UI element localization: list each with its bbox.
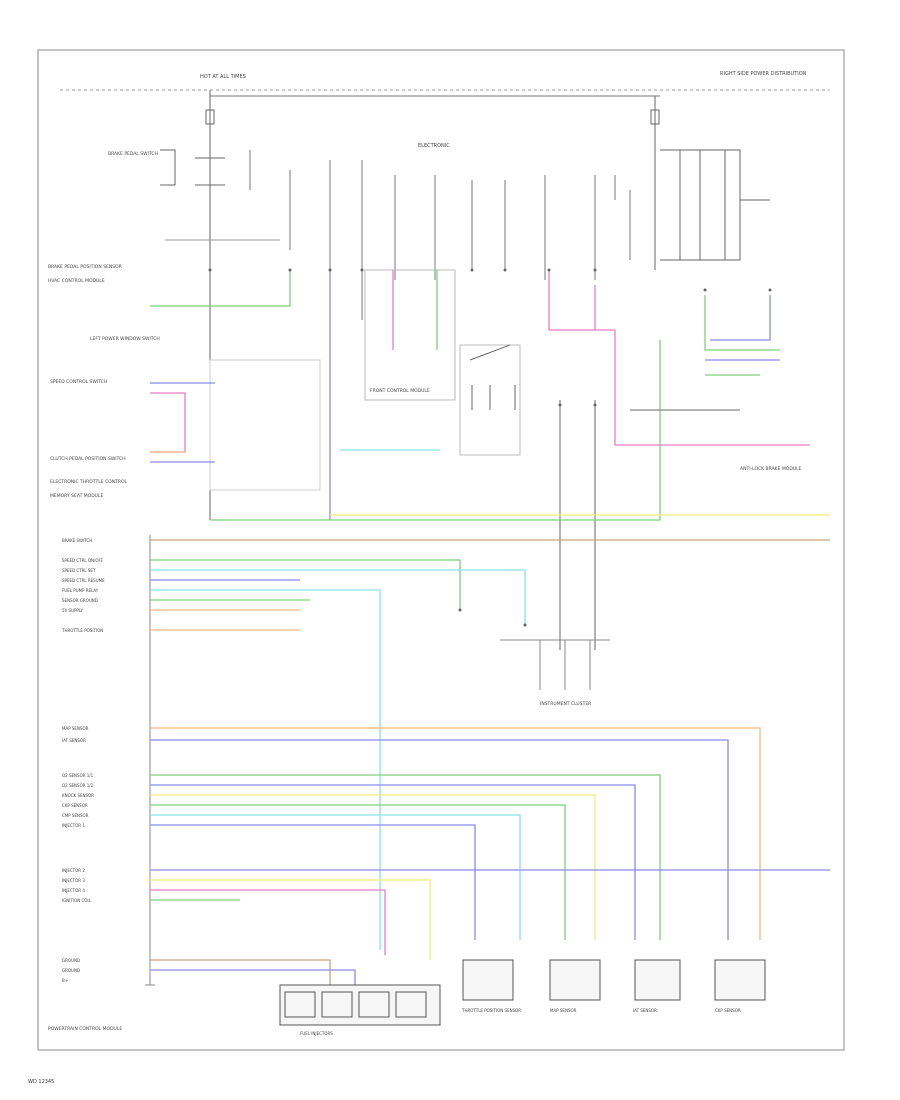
bottom-component-label: THROTTLE POSITION SENSOR [461, 1008, 521, 1013]
pcm-pin-label: O2 SENSOR 1/2 [62, 783, 94, 788]
bottom-connectors [279, 959, 766, 1026]
pcm-pin-label: GROUND [62, 958, 80, 963]
connector-label: ANTI-LOCK BRAKE MODULE [740, 466, 802, 472]
header-hot-label: HOT AT ALL TIMES [200, 74, 246, 80]
pcm-pin-label: B+ [62, 978, 68, 983]
wires-lower [150, 539, 830, 985]
header-right-bus: RIGHT SIDE POWER DISTRIBUTION [720, 71, 807, 77]
pcm-pin-label: INJECTOR 4 [62, 888, 85, 893]
connector-label: INSTRUMENT CLUSTER [540, 701, 591, 707]
pcm-pin-label: FUEL PUMP RELAY [62, 588, 99, 593]
left-label: HVAC CONTROL MODULE [48, 278, 105, 284]
fuel-injectors-connector [279, 984, 441, 1026]
diagram-id: WD 12345 [28, 1079, 55, 1085]
iat-sensor-connector [634, 959, 681, 1001]
diagram-border [37, 49, 845, 1051]
left-label: SPEED CONTROL SWITCH [50, 379, 107, 385]
pcm-pin-labels: BRAKE SWITCH SPEED CTRL ON/OFF SPEED CTR… [61, 538, 105, 983]
pcm-pin-label: SPEED CTRL RESUME [62, 578, 105, 583]
left-fuse-block [160, 90, 280, 520]
pcm-pin-label: CMP SENSOR [62, 813, 89, 818]
left-label: ELECTRONIC THROTTLE CONTROL [50, 479, 127, 485]
right-fuse-block [650, 96, 770, 270]
left-label: LEFT POWER WINDOW SWITCH [90, 336, 160, 342]
map-sensor-connector [549, 959, 601, 1001]
pcm-connector [145, 535, 155, 986]
pcm-pin-label: SPEED CTRL SET [62, 568, 96, 573]
connector-label: FRONT CONTROL MODULE [370, 388, 430, 394]
bottom-component-label: CKP SENSOR [715, 1008, 741, 1013]
pcm-pin-label: SENSOR GROUND [62, 598, 98, 603]
throttle-position-connector [462, 959, 514, 1001]
connector-boxes [209, 269, 596, 650]
ckp-sensor-connector [714, 959, 766, 1001]
pin-markers [208, 268, 772, 627]
left-label: MEMORY SEAT MODULE [50, 493, 103, 499]
cluster-area [500, 639, 610, 690]
pcm-pin-label: MAP SENSOR [62, 726, 89, 731]
bottom-component-label: MAP SENSOR [550, 1008, 577, 1013]
left-label: BRAKE PEDAL POSITION SENSOR [48, 264, 122, 270]
top-components [249, 150, 631, 520]
connector-label: POWERTRAIN CONTROL MODULE [48, 1026, 122, 1032]
connector-label-group: POWERTRAIN CONTROL MODULE INSTRUMENT CLU… [48, 388, 802, 1032]
wires-upper [150, 270, 830, 521]
header-electronic: ELECTRONIC [418, 143, 450, 149]
left-label: BRAKE PEDAL SWITCH [108, 151, 158, 157]
left-label-group: BRAKE PEDAL SWITCH BRAKE PEDAL POSITION … [48, 151, 160, 499]
pcm-pin-label: IAT SENSOR [62, 738, 86, 743]
pcm-pin-label: O2 SENSOR 1/1 [62, 773, 94, 778]
pcm-pin-label: BRAKE SWITCH [62, 538, 92, 543]
bottom-component-label: IAT SENSOR [633, 1008, 657, 1013]
pcm-pin-label: IGNITION COIL [62, 898, 92, 903]
left-label: CLUTCH PEDAL POSITION SWITCH [50, 456, 126, 462]
pcm-pin-label: CKP SENSOR [62, 803, 88, 808]
pcm-pin-label: INJECTOR 1 [62, 823, 85, 828]
pcm-pin-label: GROUND [62, 968, 80, 973]
bottom-label-group: FUEL INJECTORS THROTTLE POSITION SENSOR … [300, 1008, 741, 1036]
pcm-pin-label: SPEED CTRL ON/OFF [62, 558, 104, 563]
pcm-pin-label: 5V SUPPLY [62, 608, 84, 613]
pcm-pin-label: THROTTLE POSITION [61, 628, 103, 633]
bottom-component-label: FUEL INJECTORS [300, 1031, 333, 1036]
pcm-pin-label: KNOCK SENSOR [62, 793, 94, 798]
pcm-pin-label: INJECTOR 2 [62, 868, 85, 873]
pcm-pin-label: INJECTOR 3 [62, 878, 85, 883]
